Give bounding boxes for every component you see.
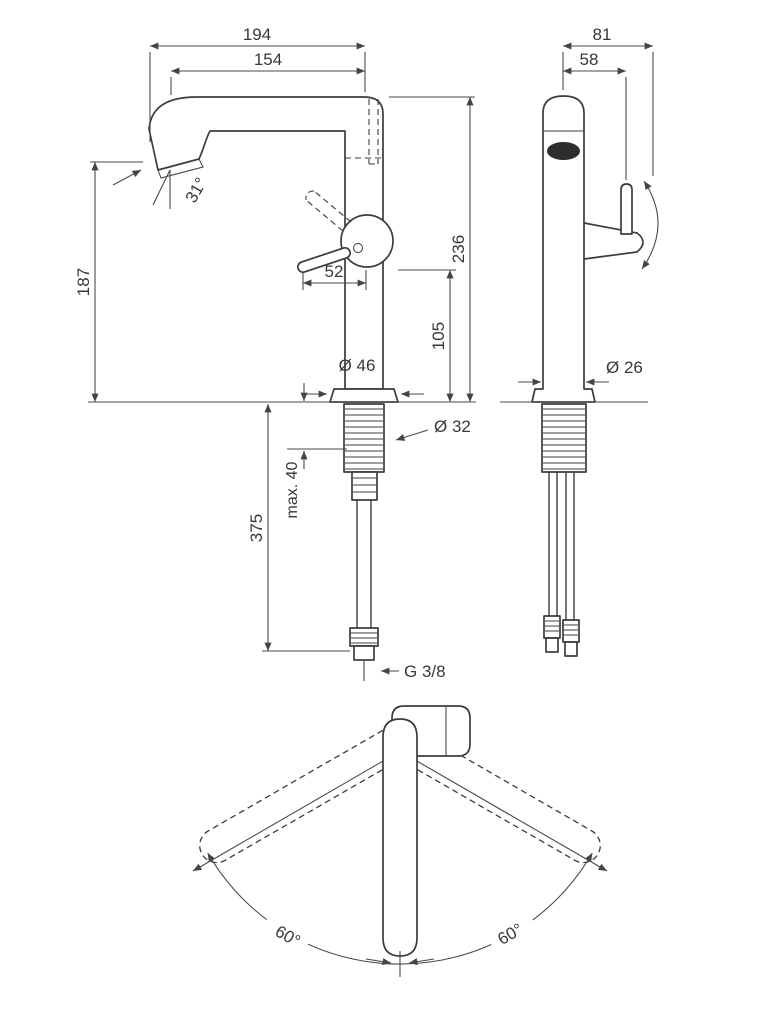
front-underdeck: [343, 403, 385, 661]
faucet-side-outline: [531, 95, 596, 403]
label-236: 236: [449, 235, 468, 263]
label-dia32: Ø 32: [434, 417, 471, 436]
label-31deg: 31°: [182, 174, 211, 206]
top-spout: [382, 718, 418, 957]
label-dia26: Ø 26: [606, 358, 643, 377]
side-handle: [583, 180, 659, 270]
faucet-front-outline: [148, 96, 384, 390]
outlet-pointer-arrow: [112, 169, 142, 186]
label-375: 375: [247, 514, 266, 542]
label-154: 154: [254, 50, 282, 69]
label-52: 52: [325, 262, 344, 281]
handle-pin-detail: [353, 243, 363, 253]
supply-hoses: [548, 471, 575, 621]
side-underdeck: [541, 403, 587, 657]
label-dia46: Ø 46: [339, 356, 376, 375]
label-81: 81: [593, 25, 612, 44]
top-view: 60° 60°: [192, 705, 608, 977]
front-escutcheon: [329, 388, 399, 403]
front-dimensions: [90, 42, 475, 681]
swivel-limit-left: [192, 752, 398, 872]
handle-stick: [620, 183, 633, 235]
spout-outlet: [547, 142, 580, 160]
side-view: 81 58 Ø 26: [500, 25, 659, 657]
label-g38: G 3/8: [404, 662, 446, 681]
swivel-limit-right: [402, 752, 608, 872]
hidden-cartridge-lines: [345, 99, 383, 165]
handle-alt-position: [305, 190, 352, 232]
label-194: 194: [243, 25, 271, 44]
label-58: 58: [580, 50, 599, 69]
angle-legs: [152, 169, 171, 209]
hose-connector: [353, 645, 375, 661]
side-dimensions: [518, 42, 654, 386]
front-handle: [297, 190, 394, 273]
label-max40: max. 40: [284, 461, 301, 518]
aerator-face: [157, 158, 204, 179]
label-187: 187: [74, 268, 93, 296]
label-105: 105: [429, 322, 448, 350]
supply-hose: [356, 499, 372, 629]
front-view: 194 154 236 187 31° 52 105 Ø 46 Ø 32 max…: [74, 25, 476, 681]
handle-pivot: [340, 214, 394, 268]
handle-swing-arc: [641, 180, 659, 270]
